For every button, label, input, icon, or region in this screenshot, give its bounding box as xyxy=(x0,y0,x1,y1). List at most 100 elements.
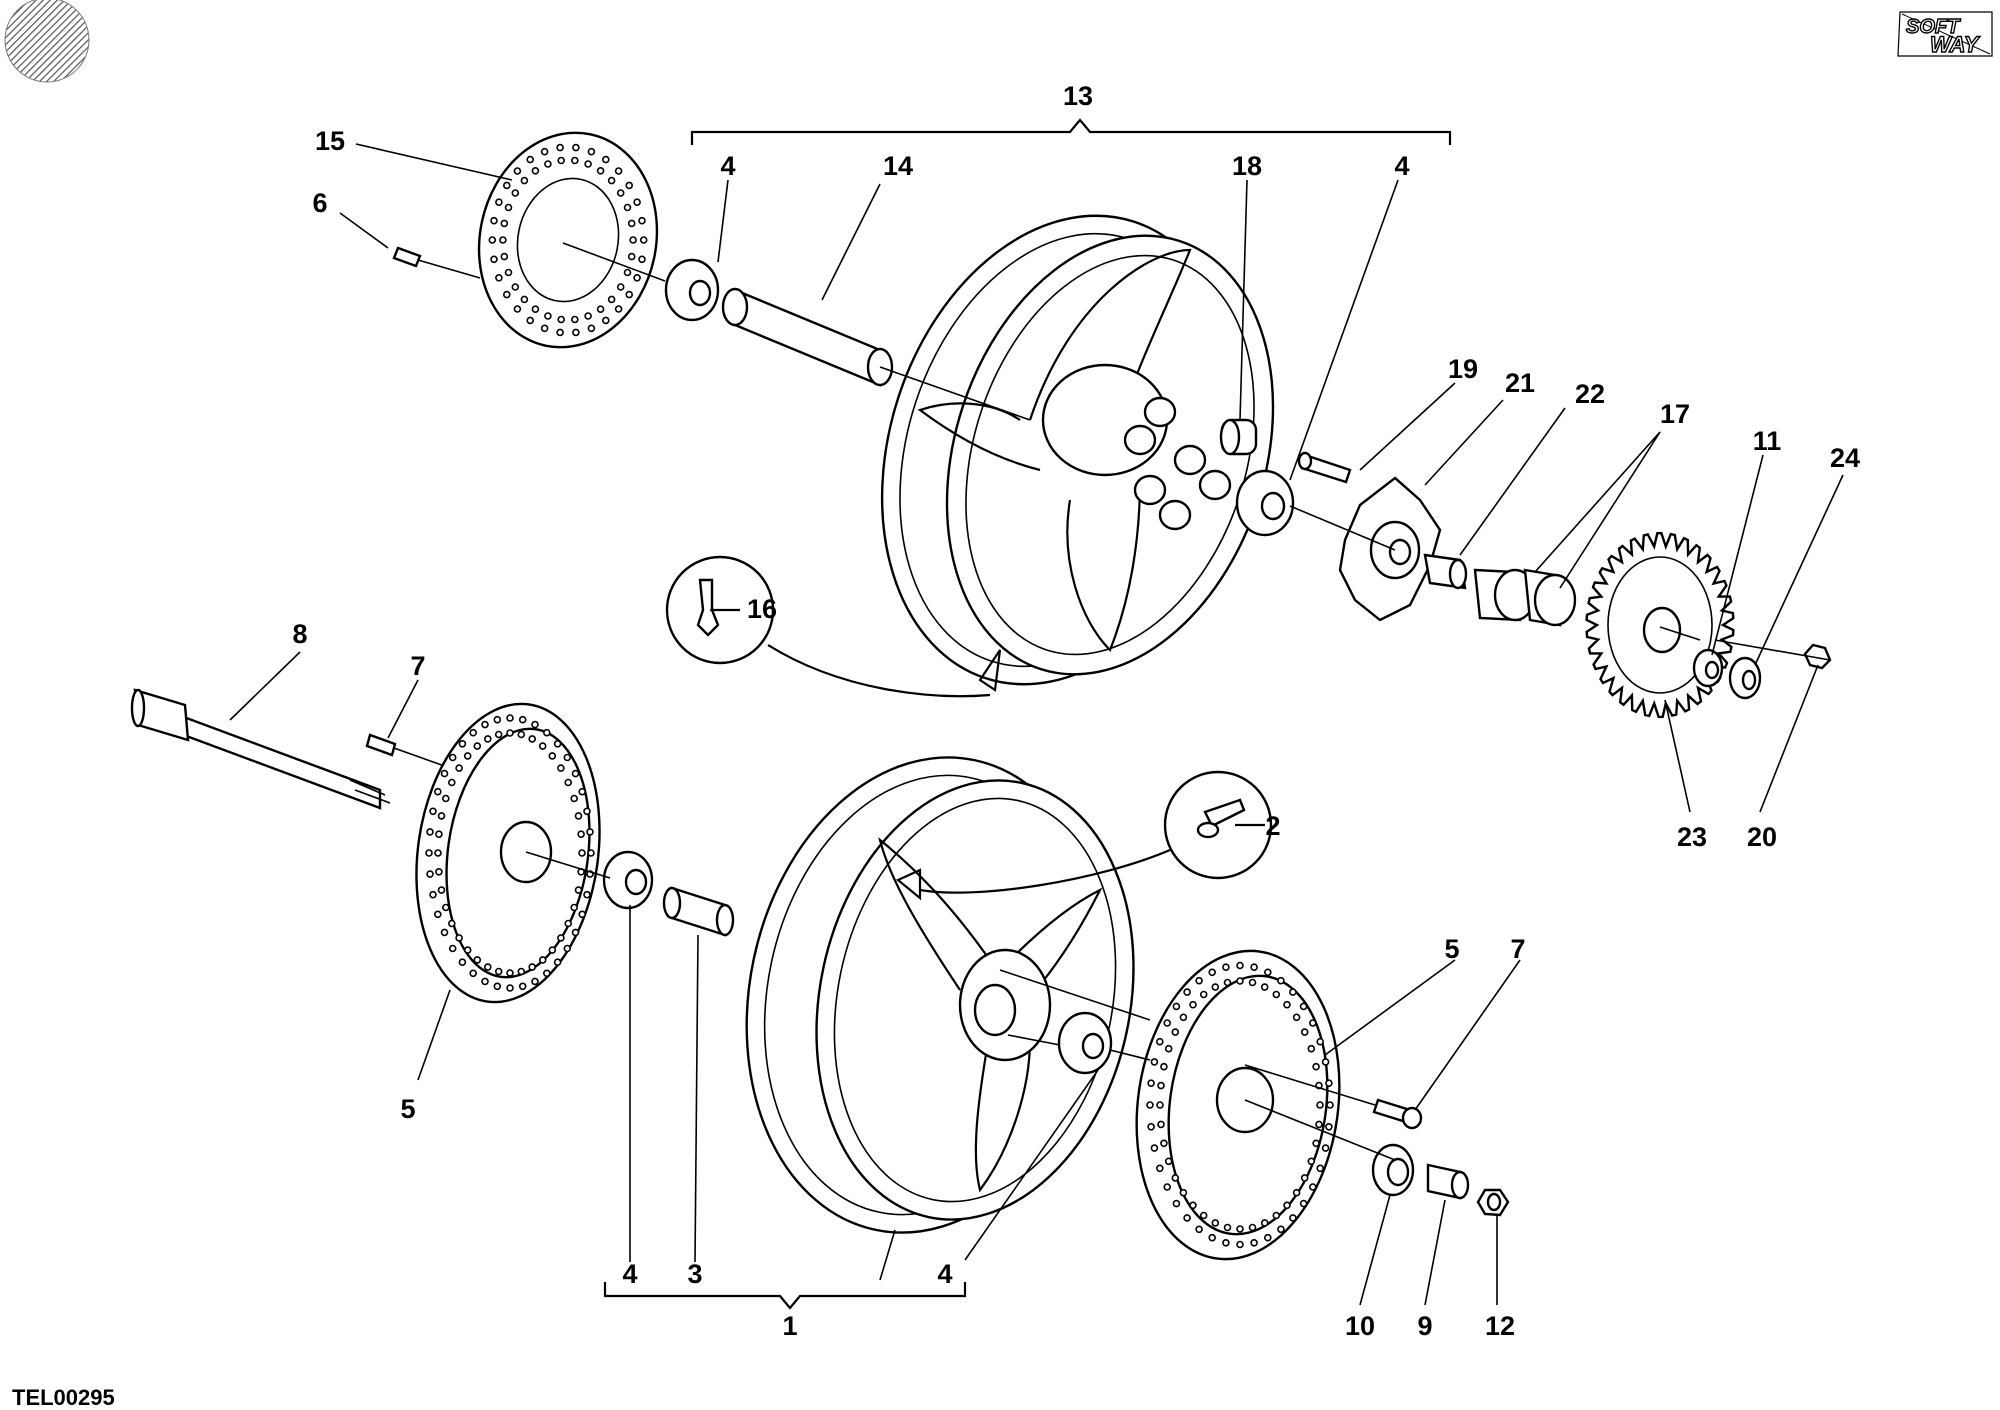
disc-hole xyxy=(556,328,564,337)
disc-hole xyxy=(1189,1000,1197,1009)
part-2-valve-inset xyxy=(895,770,1273,901)
disc-hole xyxy=(426,870,434,878)
hatched-circle-icon xyxy=(4,0,90,83)
disc-hole xyxy=(1316,1164,1324,1173)
disc-hole xyxy=(596,167,605,175)
disc-hole xyxy=(1171,1174,1180,1182)
disc-hole xyxy=(578,910,587,919)
disc-hole xyxy=(1211,983,1220,991)
part-9-spacer xyxy=(1426,1163,1470,1200)
disc-hole xyxy=(1272,990,1281,999)
disc-hole xyxy=(564,778,573,787)
disc-hole xyxy=(1147,1123,1155,1131)
disc-hole xyxy=(1316,1101,1324,1109)
disc-hole xyxy=(1272,1211,1281,1220)
disc-hole xyxy=(1260,983,1269,991)
disc-hole xyxy=(1277,976,1285,985)
disc-hole xyxy=(1189,1201,1197,1210)
callout-20: 20 xyxy=(1747,822,1777,852)
disc-hole xyxy=(1223,978,1232,987)
disc-hole xyxy=(483,963,492,971)
disc-hole xyxy=(493,715,502,724)
disc-hole xyxy=(571,769,580,778)
callout-14: 14 xyxy=(883,151,913,181)
disc-hole xyxy=(448,753,457,762)
disc-hole xyxy=(1160,1062,1168,1071)
disc-hole xyxy=(531,167,540,175)
disc-hole xyxy=(1195,1225,1203,1234)
disc-hole xyxy=(469,969,478,978)
callout-11: 11 xyxy=(1753,426,1782,456)
disc-hole xyxy=(481,977,489,986)
disc-hole xyxy=(463,946,472,954)
disc-hole xyxy=(1299,1002,1308,1011)
disc-hole xyxy=(488,236,497,244)
callout-18: 18 xyxy=(1232,151,1262,181)
disc-hole xyxy=(1299,1199,1308,1208)
callout-4-front-left: 4 xyxy=(622,1259,637,1289)
disc-hole xyxy=(531,720,539,729)
disc-hole xyxy=(1156,1164,1164,1173)
disc-hole xyxy=(520,176,529,185)
disc-hole xyxy=(455,934,463,942)
disc-hole xyxy=(563,753,572,762)
disc-hole xyxy=(616,189,625,197)
disc-hole xyxy=(502,290,511,299)
disc-hole xyxy=(577,830,585,839)
disc-hole xyxy=(1164,1157,1173,1166)
disc-hole xyxy=(426,828,434,836)
disc-hole xyxy=(517,730,526,739)
part-21-sprocket-carrier xyxy=(1338,476,1442,622)
callout-22: 22 xyxy=(1575,379,1605,409)
disc-hole xyxy=(437,812,446,820)
disc-hole xyxy=(625,290,634,299)
disc-hole xyxy=(435,830,443,839)
callout-7-right: 7 xyxy=(1510,934,1525,964)
softway-logo: SOFT WAY xyxy=(1897,11,1993,58)
disc-hole xyxy=(433,910,442,919)
disc-hole xyxy=(596,305,605,314)
disc-hole xyxy=(1236,1225,1244,1233)
disc-hole xyxy=(638,216,646,225)
disc-hole xyxy=(490,216,498,225)
disc-hole xyxy=(531,977,539,986)
disc-hole xyxy=(500,219,509,228)
disc-hole xyxy=(1277,1225,1285,1234)
disc-hole xyxy=(455,764,463,772)
disc-hole xyxy=(1172,1002,1181,1011)
disc-hole xyxy=(601,155,610,164)
callout-16: 16 xyxy=(747,594,777,624)
callout-2: 2 xyxy=(1265,811,1280,841)
disc-hole xyxy=(601,316,610,325)
disc-hole xyxy=(500,252,509,261)
brace-13 xyxy=(690,118,1452,145)
disc-hole xyxy=(570,315,579,324)
disc-hole xyxy=(1248,978,1257,987)
disc-hole xyxy=(544,160,552,168)
callout-13: 13 xyxy=(1063,81,1093,111)
disc-hole xyxy=(623,203,632,212)
drawing-code: TEL00295 xyxy=(12,1385,115,1410)
disc-hole xyxy=(1236,977,1244,985)
part-7-screw-right xyxy=(1372,1098,1423,1130)
disc-hole xyxy=(1325,1079,1333,1087)
part-7-screw-left xyxy=(365,733,451,769)
disc-hole xyxy=(625,181,634,190)
disc-hole xyxy=(1309,1019,1317,1027)
disc-hole xyxy=(1326,1101,1334,1109)
disc-hole xyxy=(1172,1199,1181,1208)
disc-hole xyxy=(1264,968,1272,977)
part-3-spacer xyxy=(662,886,735,937)
disc-hole xyxy=(1179,1013,1188,1022)
part-11-washer xyxy=(1692,648,1724,688)
part-16-valve-inset xyxy=(665,555,1002,698)
disc-hole xyxy=(494,967,503,976)
disc-hole xyxy=(1150,1058,1159,1066)
disc-hole xyxy=(557,315,566,324)
callout-1: 1 xyxy=(782,1311,797,1341)
disc-hole xyxy=(1223,1223,1232,1232)
part-18-bush xyxy=(1219,418,1258,456)
part-19-stud xyxy=(1297,451,1352,484)
part-22-spacer xyxy=(1423,553,1468,590)
callout-19: 19 xyxy=(1448,354,1478,384)
